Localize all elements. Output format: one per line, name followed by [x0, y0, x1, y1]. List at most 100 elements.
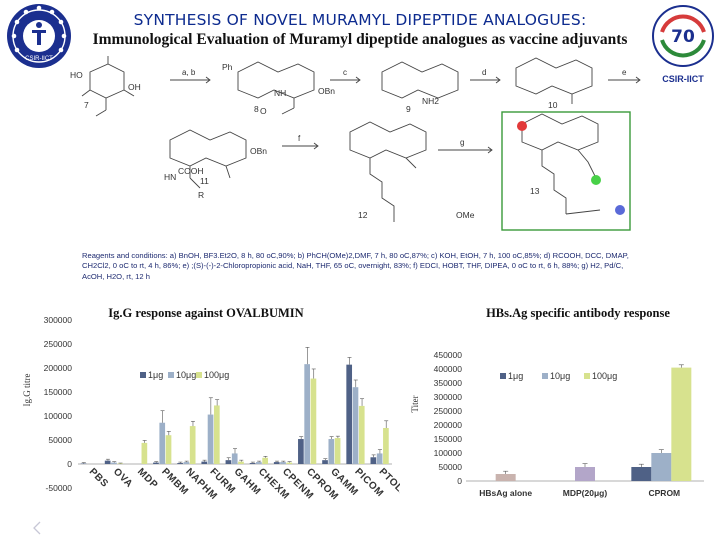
- chart2-legend-swatch: [500, 373, 506, 379]
- chart1-bar: [304, 364, 311, 464]
- svg-text:OMe: OMe: [456, 210, 475, 220]
- svg-text:R: R: [198, 190, 204, 200]
- chart1-ytick: 200000: [44, 363, 73, 373]
- chart1-legend-swatch: [140, 372, 146, 378]
- chart2-ytick: 450000: [434, 350, 463, 360]
- chart1-bar: [183, 462, 190, 464]
- chart1-bar: [328, 439, 335, 464]
- chart1-bar: [256, 462, 262, 464]
- svg-text:OH: OH: [128, 82, 141, 92]
- svg-text:HN: HN: [164, 172, 176, 182]
- chart2-ytick: 0: [457, 476, 462, 486]
- svg-text:f: f: [298, 134, 301, 143]
- chart1-bar: [273, 462, 280, 464]
- chart1-bar: [201, 461, 208, 464]
- svg-text:Ph: Ph: [222, 62, 233, 72]
- right-logo-text: CSIR-IICT: [662, 74, 704, 84]
- csir-logo-left: CSIR-IICT: [2, 2, 76, 70]
- svg-text:9: 9: [406, 104, 411, 114]
- slide-nav[interactable]: [30, 518, 70, 538]
- page-subtitle: Immunological Evaluation of Muramyl dipe…: [92, 31, 628, 48]
- svg-text:12: 12: [358, 210, 368, 220]
- chart1-bar: [111, 462, 117, 464]
- chart1-bar: [346, 364, 353, 464]
- chart1-bar: [358, 405, 365, 464]
- svg-text:OBn: OBn: [250, 146, 267, 156]
- chart1-ytick: -50000: [46, 483, 73, 493]
- chart1-ytick: 100000: [44, 411, 73, 421]
- chart2-legend-label: 1μg: [508, 371, 523, 381]
- chart1-bar: [189, 426, 196, 464]
- svg-text:10: 10: [548, 100, 558, 110]
- chart1-bar: [370, 457, 377, 464]
- chart1-category-label: PBS: [87, 466, 111, 490]
- chart2-bar: [631, 467, 652, 481]
- chart1-bar: [238, 461, 244, 464]
- chart2-legend-swatch: [542, 373, 548, 379]
- chart1-bar: [141, 442, 148, 464]
- chart2-ytick: 150000: [434, 434, 463, 444]
- chart1-bar: [231, 453, 238, 464]
- chart1-ytick: 150000: [44, 387, 73, 397]
- svg-text:NH2: NH2: [422, 96, 439, 106]
- svg-text:g: g: [460, 138, 464, 147]
- chart2-ytick: 250000: [434, 406, 463, 416]
- chart1-bar: [286, 462, 293, 464]
- chart1-bar: [352, 387, 359, 464]
- svg-text:e: e: [622, 68, 627, 77]
- svg-text:c: c: [343, 68, 347, 77]
- blue-ball-icon: [615, 205, 625, 215]
- chart2-category-label: HBsAg alone: [479, 488, 532, 498]
- chart1-bar: [262, 457, 268, 464]
- chart1-ytick: 50000: [48, 435, 72, 445]
- svg-text:O: O: [260, 106, 267, 116]
- left-logo-text: CSIR-IICT: [25, 56, 53, 62]
- chart1-bar: [153, 462, 159, 464]
- chart1-legend-label: 10μg: [176, 370, 196, 380]
- chart1-bar: [383, 428, 389, 464]
- svg-text:11: 11: [200, 176, 209, 186]
- chart1-bar: [249, 463, 256, 464]
- chart2-ytick: 200000: [434, 420, 463, 430]
- svg-text:a, b: a, b: [182, 68, 196, 77]
- chart2-bar: [651, 453, 672, 481]
- chart2-category-label: MDP(20μg): [563, 488, 608, 498]
- chart1-bar: [334, 438, 341, 464]
- chart1-legend-swatch: [168, 372, 174, 378]
- chart2-bar: [575, 467, 595, 481]
- svg-text:70: 70: [671, 27, 695, 47]
- chart2-ytick: 300000: [434, 392, 463, 402]
- chart1-bar: [280, 462, 286, 464]
- hbsag-antibody-chart: HBs.Ag specific antibody response Titer …: [410, 306, 704, 498]
- chart1-category-label: OVA: [111, 466, 135, 490]
- chart2-legend-swatch: [584, 373, 590, 379]
- chart1-bar: [310, 378, 317, 464]
- chart2-ytick: 350000: [434, 378, 463, 388]
- chart1-title: Ig.G response against OVALBUMIN: [108, 306, 303, 320]
- chart1-legend-label: 1μg: [148, 370, 163, 380]
- chart1-bar: [207, 414, 214, 464]
- svg-text:7: 7: [84, 100, 89, 110]
- chart1-ytick: 0: [67, 459, 72, 469]
- reagents-and-conditions: Reagents and conditions: a) BnOH, BF3.Et…: [82, 251, 642, 282]
- chart2-title: HBs.Ag specific antibody response: [486, 306, 670, 320]
- chart1-bar: [177, 463, 183, 464]
- svg-text:d: d: [482, 68, 486, 77]
- chart2-bar: [671, 367, 692, 481]
- chart2-ytick: 100000: [434, 448, 463, 458]
- csir-iict-logo-right: 70 CSIR-IICT: [648, 2, 718, 88]
- chart2-category-label: CPROM: [649, 488, 681, 498]
- reagents-line: Reagents and conditions: a) BnOH, BF3.Et…: [82, 251, 629, 260]
- chart2-ylabel: Titer: [410, 395, 420, 412]
- chart1-bar: [213, 405, 220, 464]
- svg-text:13: 13: [530, 186, 540, 196]
- ovalbumin-igg-chart: Ig.G response against OVALBUMIN Ig.G tit…: [22, 306, 400, 503]
- green-ball-icon: [591, 175, 601, 185]
- chart1-bar: [104, 460, 111, 464]
- svg-text:NH: NH: [274, 88, 286, 98]
- chart1-bar: [159, 422, 166, 464]
- chart1-ytick: 250000: [44, 339, 73, 349]
- synthesis-scheme: HO OH Ph OBn NH NH2 O R OBn HN COOH OMe …: [70, 56, 641, 231]
- chart1-bar: [225, 460, 232, 464]
- svg-text:OBn: OBn: [318, 86, 335, 96]
